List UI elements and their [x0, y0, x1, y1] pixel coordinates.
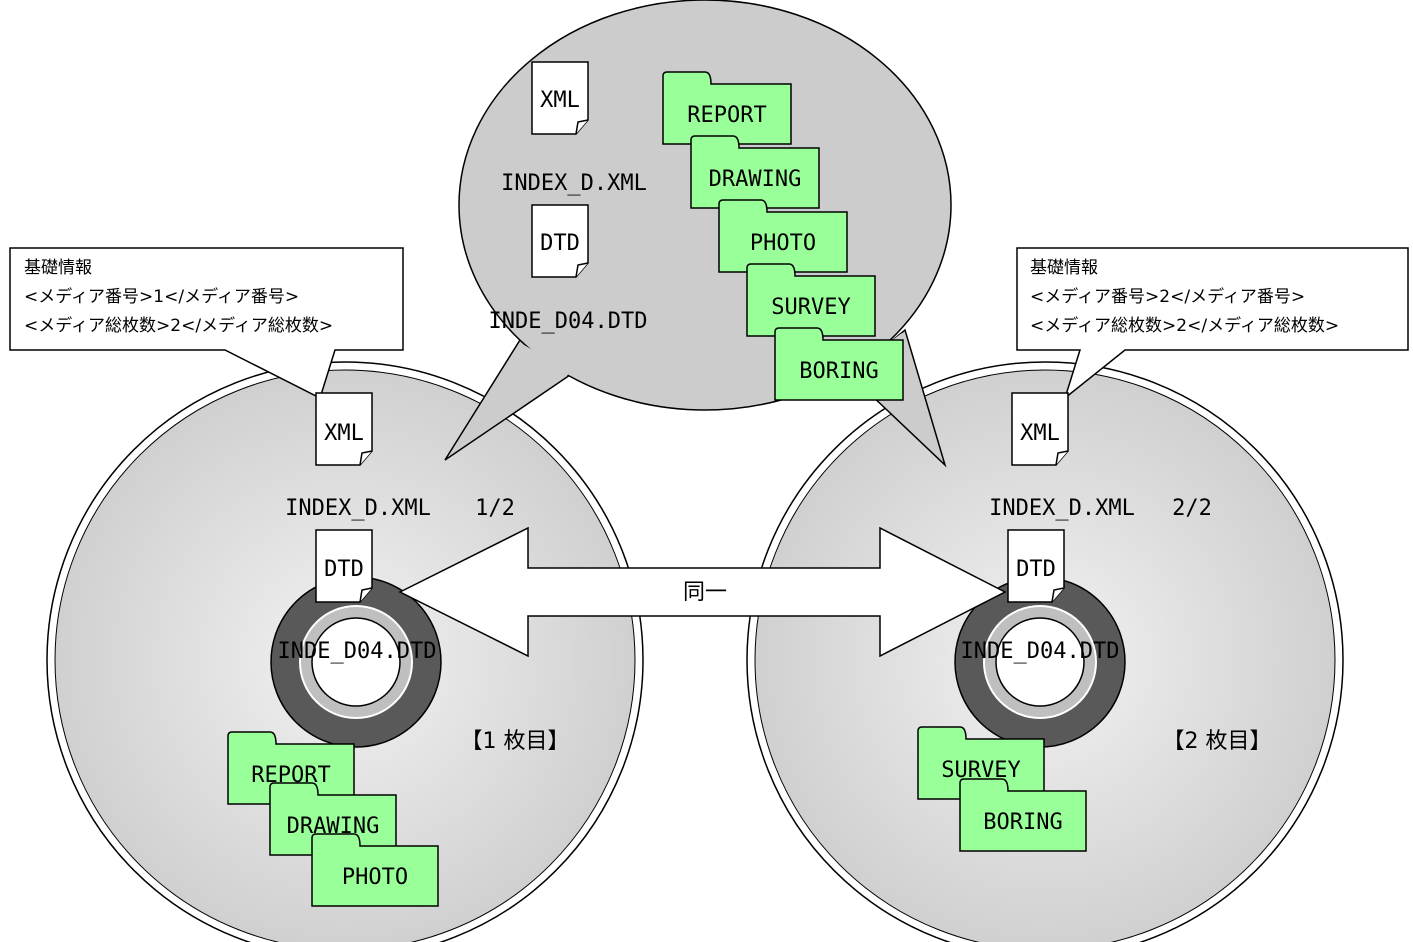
folder-photo-label: PHOTO	[342, 865, 408, 890]
folder-survey-label: SURVEY	[771, 295, 850, 320]
bubble-xml-file-icon: XML	[531, 61, 589, 135]
disc-1-xml-filename: INDEX_D.XML	[285, 496, 431, 521]
disc-1-callout-line-3: <メディア総枚数>2</メディア総枚数>	[24, 315, 333, 336]
folder-boring-label: BORING	[799, 359, 878, 384]
disc-1-xml-file-icon: XML	[315, 392, 373, 466]
folder-report: REPORT	[662, 71, 792, 145]
disc-1-dtd-filename: INDE_D04.DTD	[278, 639, 437, 664]
bubble-dtd-filename: INDE_D04.DTD	[489, 309, 648, 334]
folder-report: REPORT	[227, 731, 355, 805]
bubble-dtd-file-icon: DTD	[531, 204, 589, 278]
folder-photo: PHOTO	[311, 833, 439, 907]
folder-boring-label: BORING	[983, 810, 1062, 835]
disc-1-callout-line-2: <メディア番号>1</メディア番号>	[24, 286, 299, 307]
disc-1-dtd-file-icon: DTD	[315, 529, 373, 603]
double-arrow: 同一	[398, 526, 1007, 658]
disc-2-callout-line-3: <メディア総枚数>2</メディア総枚数>	[1030, 315, 1339, 336]
folder-photo-label: PHOTO	[750, 231, 816, 256]
arrow-label: 同一	[683, 580, 727, 605]
disc-2-fraction: 2/2	[1172, 496, 1212, 521]
folder-drawing: DRAWING	[690, 135, 820, 209]
disc-1-xml-icon-text: XML	[324, 421, 364, 446]
disc-2-callout: 基礎情報 <メディア番号>2</メディア番号> <メディア総枚数>2</メディア…	[1016, 247, 1409, 401]
disc-1-fraction: 1/2	[475, 496, 515, 521]
disc-1-dtd-icon-text: DTD	[324, 557, 364, 582]
disc-2-dtd-filename: INDE_D04.DTD	[961, 639, 1120, 664]
folder-survey: SURVEY	[746, 263, 876, 337]
disc-2-callout-line-2: <メディア番号>2</メディア番号>	[1030, 286, 1305, 307]
folder-drawing-label: DRAWING	[709, 167, 802, 192]
folder-boring: BORING	[959, 778, 1087, 852]
disc-2-label: 【2 枚目】	[1163, 729, 1272, 754]
disc-1	[46, 361, 644, 942]
bubble-dtd-icon-text: DTD	[540, 231, 580, 256]
disc-1-callout-line-1: 基礎情報	[24, 258, 92, 278]
disc-1-callout: 基礎情報 <メディア番号>1</メディア番号> <メディア総枚数>2</メディア…	[9, 247, 404, 400]
disc-2-dtd-file-icon: DTD	[1007, 529, 1065, 603]
bubble-xml-filename: INDEX_D.XML	[501, 171, 647, 196]
disc-2	[746, 361, 1344, 942]
bubble-folders: REPORT DRAWING PHOTO SURVEY BORING	[662, 71, 904, 401]
disc-2-xml-file-icon: XML	[1011, 392, 1069, 466]
disc-1-label: 【1 枚目】	[461, 729, 570, 754]
folder-report-label: REPORT	[687, 103, 766, 128]
disc-2-callout-line-1: 基礎情報	[1030, 258, 1098, 278]
bubble-xml-icon-text: XML	[540, 88, 580, 113]
disc-2-xml-icon-text: XML	[1020, 421, 1060, 446]
disc-2-xml-filename: INDEX_D.XML	[989, 496, 1135, 521]
folder-boring: BORING	[774, 327, 904, 401]
folder-photo: PHOTO	[718, 199, 848, 273]
disc-2-dtd-icon-text: DTD	[1016, 557, 1056, 582]
folder-drawing: DRAWING	[269, 782, 397, 856]
